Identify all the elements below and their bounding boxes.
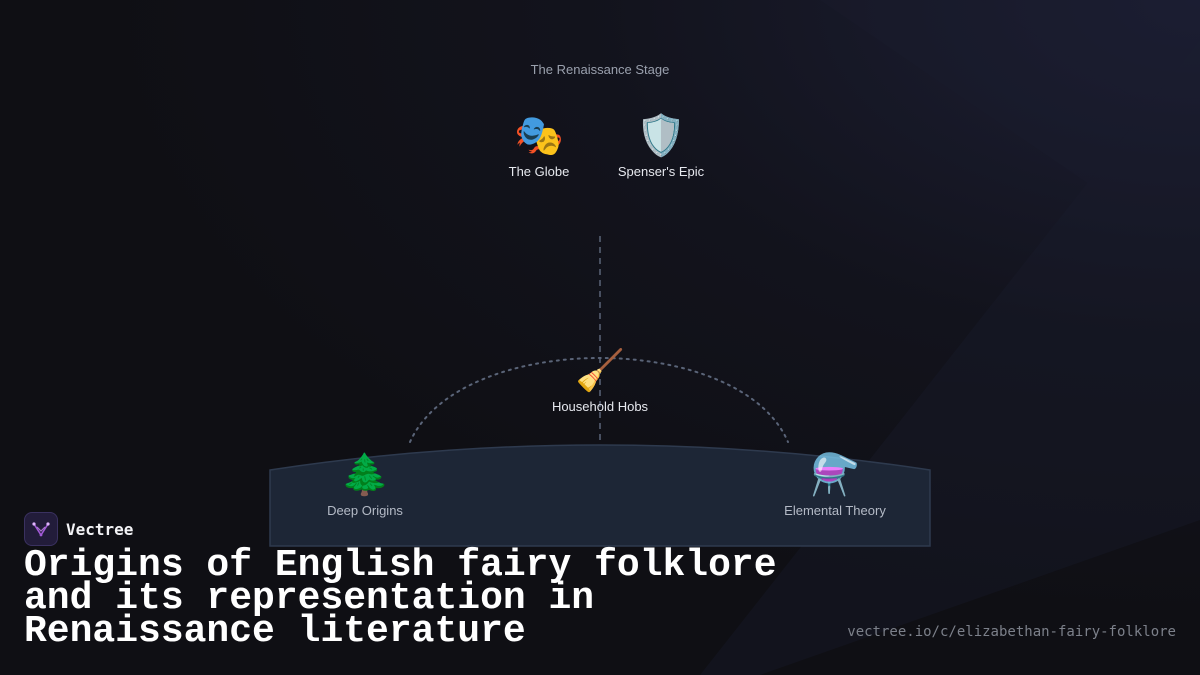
theater-masks-icon: 🎭 [514,114,564,158]
node-elemental-theory: ⚗️ Elemental Theory [755,451,915,518]
evergreen-tree-icon: 🌲 [340,453,390,497]
node-spensers-epic: 🛡️ Spenser's Epic [581,112,741,179]
node-deep-origins: 🌲 Deep Origins [285,451,445,518]
node-label: Deep Origins [327,503,403,518]
vectree-logo-icon [24,512,58,546]
brand: Vectree [24,512,133,546]
broom-icon: 🧹 [575,349,625,393]
alembic-flask-icon: ⚗️ [810,453,860,497]
stage-title: The Renaissance Stage [530,62,670,77]
node-label: Spenser's Epic [617,164,705,179]
node-label: Elemental Theory [784,503,886,518]
node-the-globe: 🎭 The Globe [459,112,619,179]
node-label: Household Hobs [551,399,649,414]
shield-icon: 🛡️ [636,114,686,158]
platform-base [269,444,931,547]
brand-name: Vectree [66,519,134,539]
node-label: The Globe [508,164,570,179]
page-title: Origins of English fairy folklore and it… [24,544,777,653]
source-url[interactable]: vectree.io/c/elizabethan-fairy-folklore [847,624,1176,640]
node-household-hobs: 🧹 Household Hobs [520,347,680,414]
